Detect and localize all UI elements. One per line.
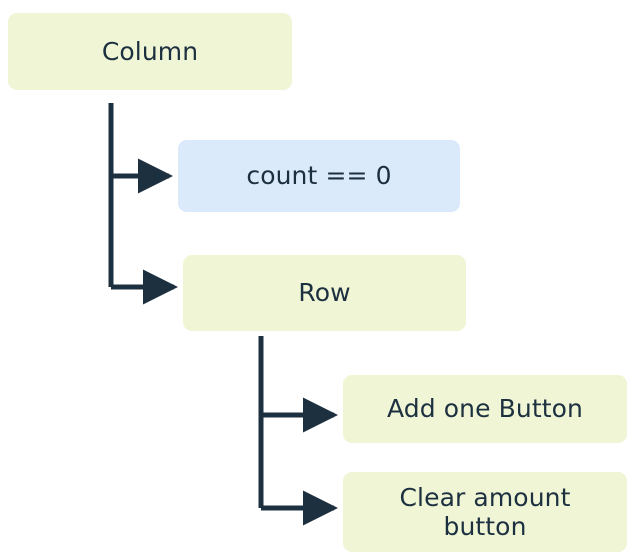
node-column-label: Column <box>101 36 199 66</box>
node-column[interactable]: Column <box>8 13 292 90</box>
node-count-condition-label: count == 0 <box>246 161 392 191</box>
node-add-one-button-label: Add one Button <box>387 394 583 424</box>
node-row-label: Row <box>298 278 351 308</box>
node-add-one-button[interactable]: Add one Button <box>343 375 627 443</box>
node-row[interactable]: Row <box>183 255 466 331</box>
node-count-condition[interactable]: count == 0 <box>178 140 460 212</box>
